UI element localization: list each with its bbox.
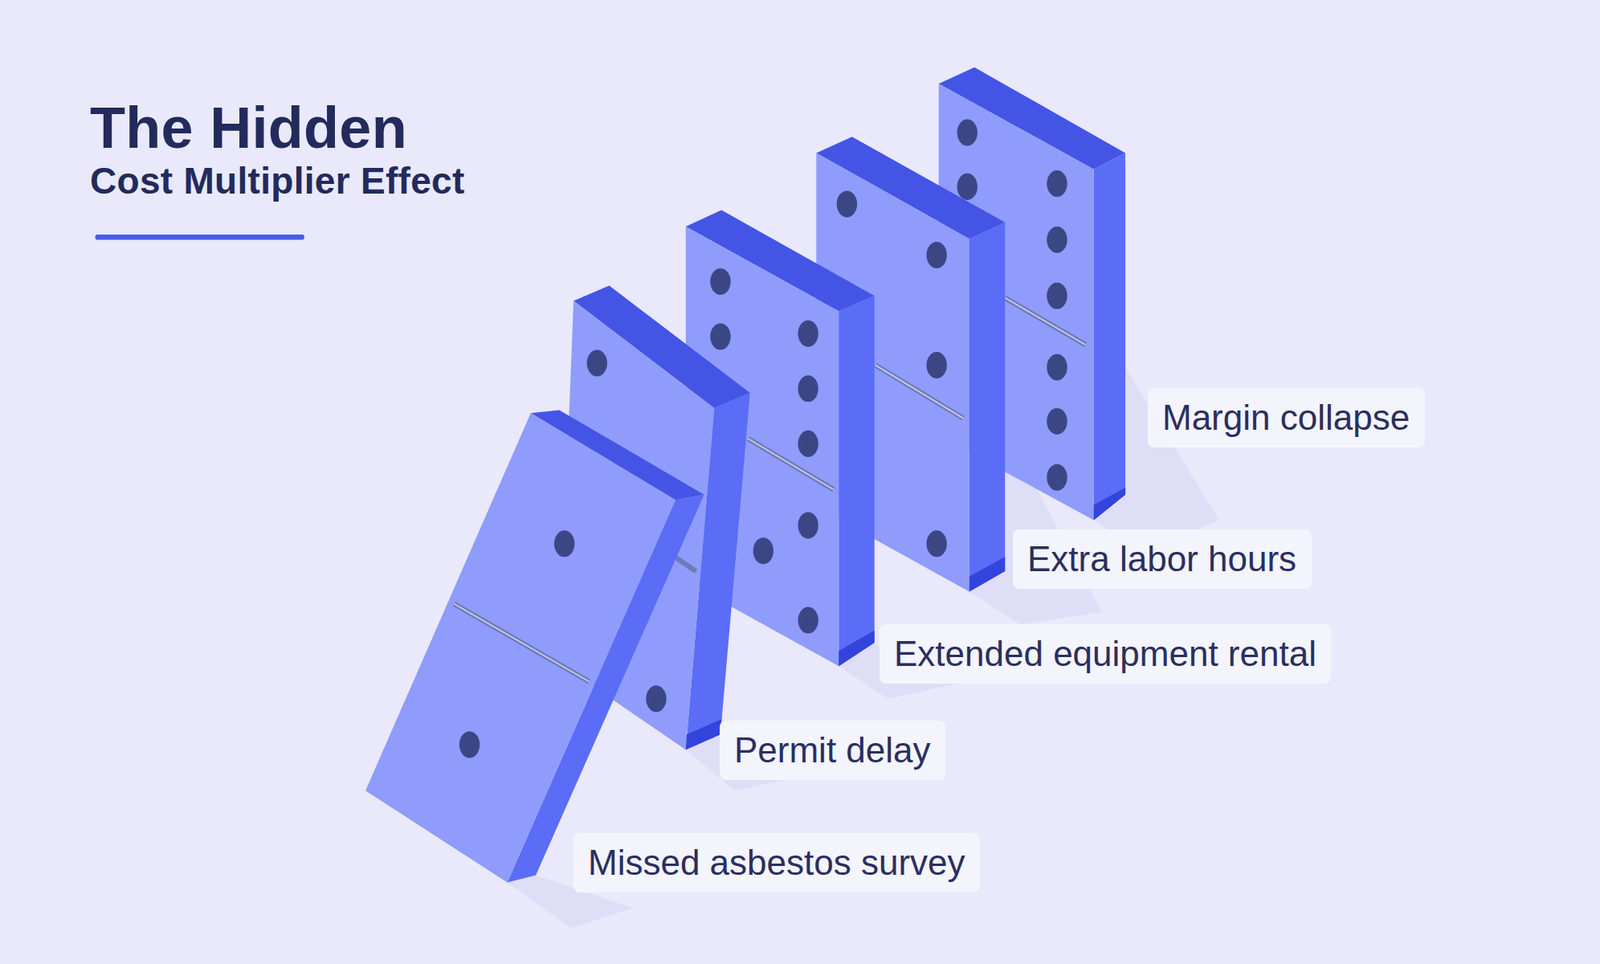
- label-text: Margin collapse: [1162, 400, 1410, 436]
- label-box: Permit delay: [719, 720, 946, 780]
- label-text: Extra labor hours: [1027, 541, 1297, 577]
- label-box: Missed asbestos survey: [573, 832, 980, 893]
- label-box: Margin collapse: [1147, 387, 1425, 448]
- label-text: Extended equipment rental: [893, 636, 1317, 672]
- diagram-title: The Hidden Cost Multiplier Effect: [89, 101, 524, 208]
- label-text: Permit delay: [734, 732, 931, 768]
- label-box: Extended equipment rental: [879, 624, 1331, 684]
- title-underline: [95, 234, 305, 240]
- domino: [365, 409, 705, 882]
- label-box: Extra labor hours: [1012, 529, 1312, 589]
- label-text: Missed asbestos survey: [587, 844, 966, 881]
